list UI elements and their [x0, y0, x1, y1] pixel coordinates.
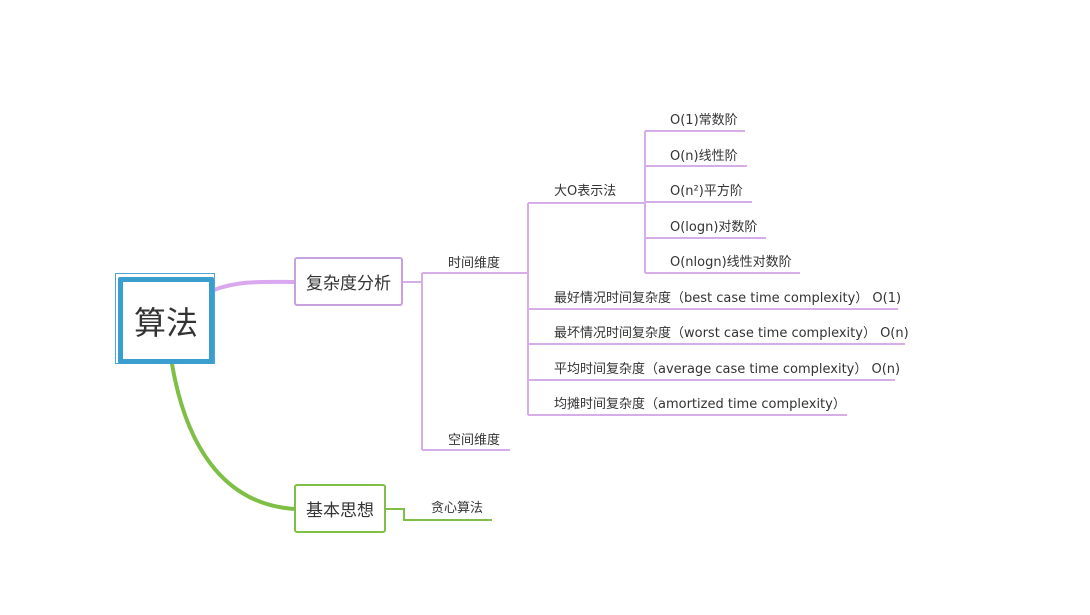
big-o-item[interactable]: O(1)常数阶 — [670, 113, 738, 128]
complexity-label: 复杂度分析 — [306, 274, 391, 294]
root-node[interactable]: 算法 — [118, 277, 214, 364]
greedy-node[interactable]: 贪心算法 — [431, 501, 484, 516]
link-bigo-children — [625, 130, 800, 274]
worst-case-node[interactable]: 最坏情况时间复杂度（worst case time complexity） O(… — [554, 326, 909, 341]
basic-label: 基本思想 — [306, 501, 374, 521]
space-dimension-node[interactable]: 空间维度 — [448, 433, 501, 448]
link-root-complexity — [212, 279, 298, 292]
time-dimension-node[interactable]: 时间维度 — [448, 256, 501, 271]
big-o-item[interactable]: O(logn)对数阶 — [670, 220, 758, 235]
link-root-basic — [170, 362, 298, 511]
big-o-node[interactable]: 大O表示法 — [554, 184, 617, 199]
link-basic-children — [384, 508, 492, 521]
big-o-item[interactable]: O(n)线性阶 — [670, 149, 738, 164]
big-o-item[interactable]: O(nlogn)线性对数阶 — [670, 255, 792, 270]
average-case-node[interactable]: 平均时间复杂度（average case time complexity） O(… — [554, 362, 901, 377]
basic-node[interactable]: 基本思想 — [294, 484, 386, 533]
amortized-node[interactable]: 均摊时间复杂度（amortized time complexity） — [554, 397, 846, 412]
root-label: 算法 — [133, 303, 198, 342]
big-o-item[interactable]: O(n²)平方阶 — [670, 184, 743, 199]
link-time-children — [510, 202, 905, 416]
link-complexity-children — [402, 272, 510, 451]
best-case-node[interactable]: 最好情况时间复杂度（best case time complexity） O(1… — [554, 291, 902, 306]
complexity-node[interactable]: 复杂度分析 — [294, 257, 403, 306]
